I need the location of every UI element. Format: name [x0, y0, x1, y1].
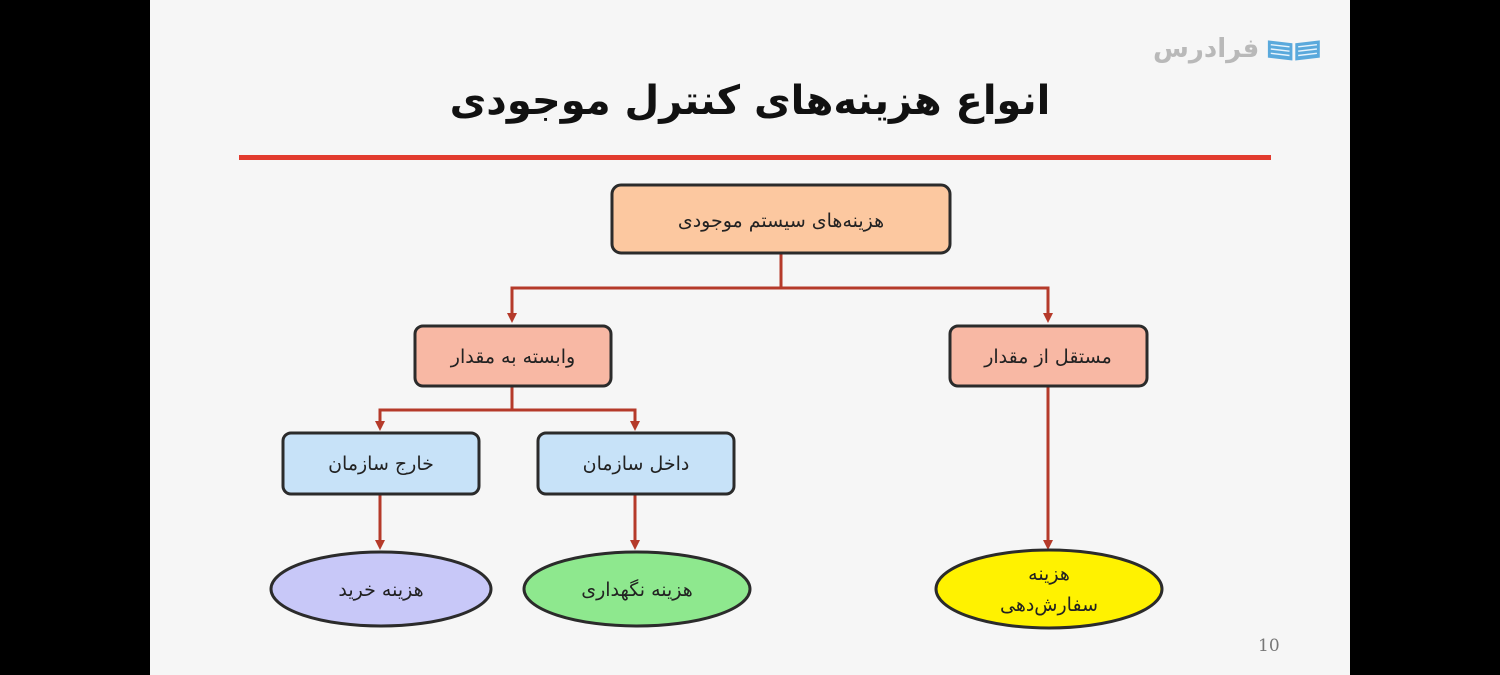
node-root: هزینه‌های سیستم موجودی	[610, 183, 952, 255]
connector-dependent-inside	[512, 408, 640, 431]
node-inside-org-label: داخل سازمان	[583, 453, 690, 475]
title-underline	[239, 155, 1271, 160]
logo-text: فرادرس	[1153, 34, 1260, 64]
connector-root-independent	[781, 286, 1053, 323]
node-ordering-cost-label-line1: هزینه	[1028, 563, 1070, 585]
node-holding-cost: هزینه نگهداری	[522, 550, 752, 628]
connector-dependent-outside	[375, 386, 514, 431]
node-purchase-cost-label: هزینه خرید	[338, 579, 423, 601]
node-purchase-cost: هزینه خرید	[269, 550, 493, 628]
node-outside-org-label: خارج سازمان	[328, 453, 434, 475]
node-outside-org: خارج سازمان	[281, 431, 481, 496]
node-holding-cost-label: هزینه نگهداری	[581, 578, 693, 601]
node-ordering-cost: هزینه سفارش‌دهی	[934, 548, 1164, 630]
node-root-label: هزینه‌های سیستم موجودی	[678, 210, 884, 232]
cost-hierarchy-diagram: هزینه‌های سیستم موجودی وابسته به مقدار م…	[269, 183, 1164, 630]
slide: فرادرس انواع هزینه‌های کنترل موجودی ه	[150, 0, 1350, 675]
node-ordering-cost-label-line2: سفارش‌دهی	[1000, 594, 1098, 616]
node-dependent-label: وابسته به مقدار	[450, 346, 575, 368]
node-dependent: وابسته به مقدار	[413, 324, 613, 388]
faradars-logo: فرادرس	[1153, 24, 1323, 74]
slide-title: انواع هزینه‌های کنترل موجودی	[449, 78, 1051, 124]
book-icon	[1268, 40, 1321, 61]
connector-root-dependent	[507, 253, 783, 323]
node-independent-label: مستقل از مقدار	[983, 346, 1112, 368]
page-number: 10	[1258, 636, 1280, 656]
connectors	[375, 253, 1053, 550]
node-independent: مستقل از مقدار	[948, 324, 1149, 388]
node-inside-org: داخل سازمان	[536, 431, 736, 496]
